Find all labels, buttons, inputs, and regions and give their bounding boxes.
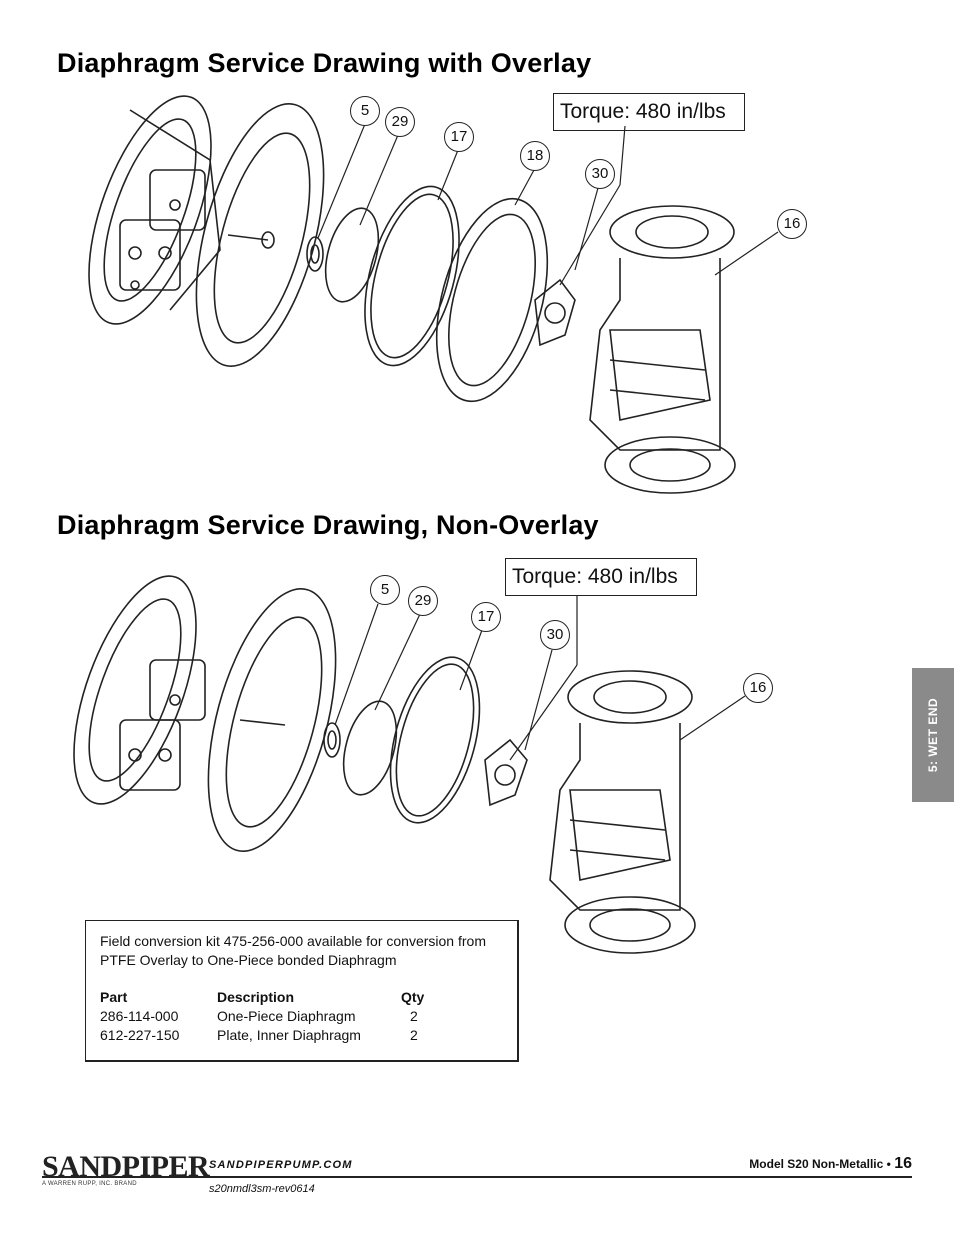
manifold-2: [549, 670, 696, 954]
callout-5-d1: 5: [350, 96, 380, 126]
callout-17-d2: 17: [471, 602, 501, 632]
callout-16-d1: 16: [777, 209, 807, 239]
pump-housing-left-1: [88, 95, 221, 325]
page-reference: Model S20 Non-Metallic • 16: [749, 1155, 912, 1173]
col-header-part: Part: [100, 989, 128, 1005]
exploded-drawing-overlay: [88, 95, 779, 494]
callout-30-d2: 30: [540, 620, 570, 650]
page-number: 16: [894, 1155, 912, 1172]
footer-rule: [42, 1176, 912, 1178]
separator: •: [886, 1157, 891, 1171]
logo-tagline: A WARREN RUPP, INC. BRAND: [42, 1181, 137, 1187]
exploded-drawing-non-overlay: [73, 575, 746, 954]
section-tab-label: 5: WET END: [926, 697, 940, 773]
callout-29-d1: 29: [385, 107, 415, 137]
row-2-qty: 2: [410, 1027, 418, 1043]
row-1-description: One-Piece Diaphragm: [217, 1008, 356, 1024]
callout-5-d2: 5: [370, 575, 400, 605]
callout-17-d1: 17: [444, 122, 474, 152]
row-2-description: Plate, Inner Diaphragm: [217, 1027, 361, 1043]
note-intro: Field conversion kit 475-256-000 availab…: [100, 933, 486, 968]
document-id: s20nmdl3sm-rev0614: [209, 1183, 315, 1195]
conversion-kit-note: Field conversion kit 475-256-000 availab…: [85, 920, 519, 1062]
col-header-qty: Qty: [401, 989, 425, 1005]
torque-label-1: Torque: 480 in/lbs: [553, 93, 745, 131]
outer-chamber-1: [195, 103, 325, 367]
torque-label-2: Torque: 480 in/lbs: [505, 558, 697, 596]
col-header-description: Description: [217, 989, 295, 1005]
callout-18-d1: 18: [520, 141, 550, 171]
outer-chamber-2: [207, 588, 337, 852]
website-url[interactable]: SANDPIPERPUMP.COM: [209, 1159, 353, 1171]
row-1-part: 286-114-000: [100, 1008, 179, 1024]
pump-housing-left-2: [73, 575, 206, 805]
callout-16-d2: 16: [743, 673, 773, 703]
section-2-title: Diaphragm Service Drawing, Non-Overlay: [57, 510, 599, 540]
callout-30-d1: 30: [585, 159, 615, 189]
model-name: Model S20 Non-Metallic: [749, 1157, 884, 1171]
callout-29-d2: 29: [408, 586, 438, 616]
row-1-qty: 2: [410, 1008, 418, 1024]
sandpiper-logo: SANDPIPER: [42, 1150, 210, 1183]
manifold-1: [589, 205, 736, 494]
section-tab[interactable]: 5: WET END: [912, 668, 954, 802]
section-1-title: Diaphragm Service Drawing with Overlay: [57, 48, 592, 78]
row-2-part: 612-227-150: [100, 1027, 180, 1043]
